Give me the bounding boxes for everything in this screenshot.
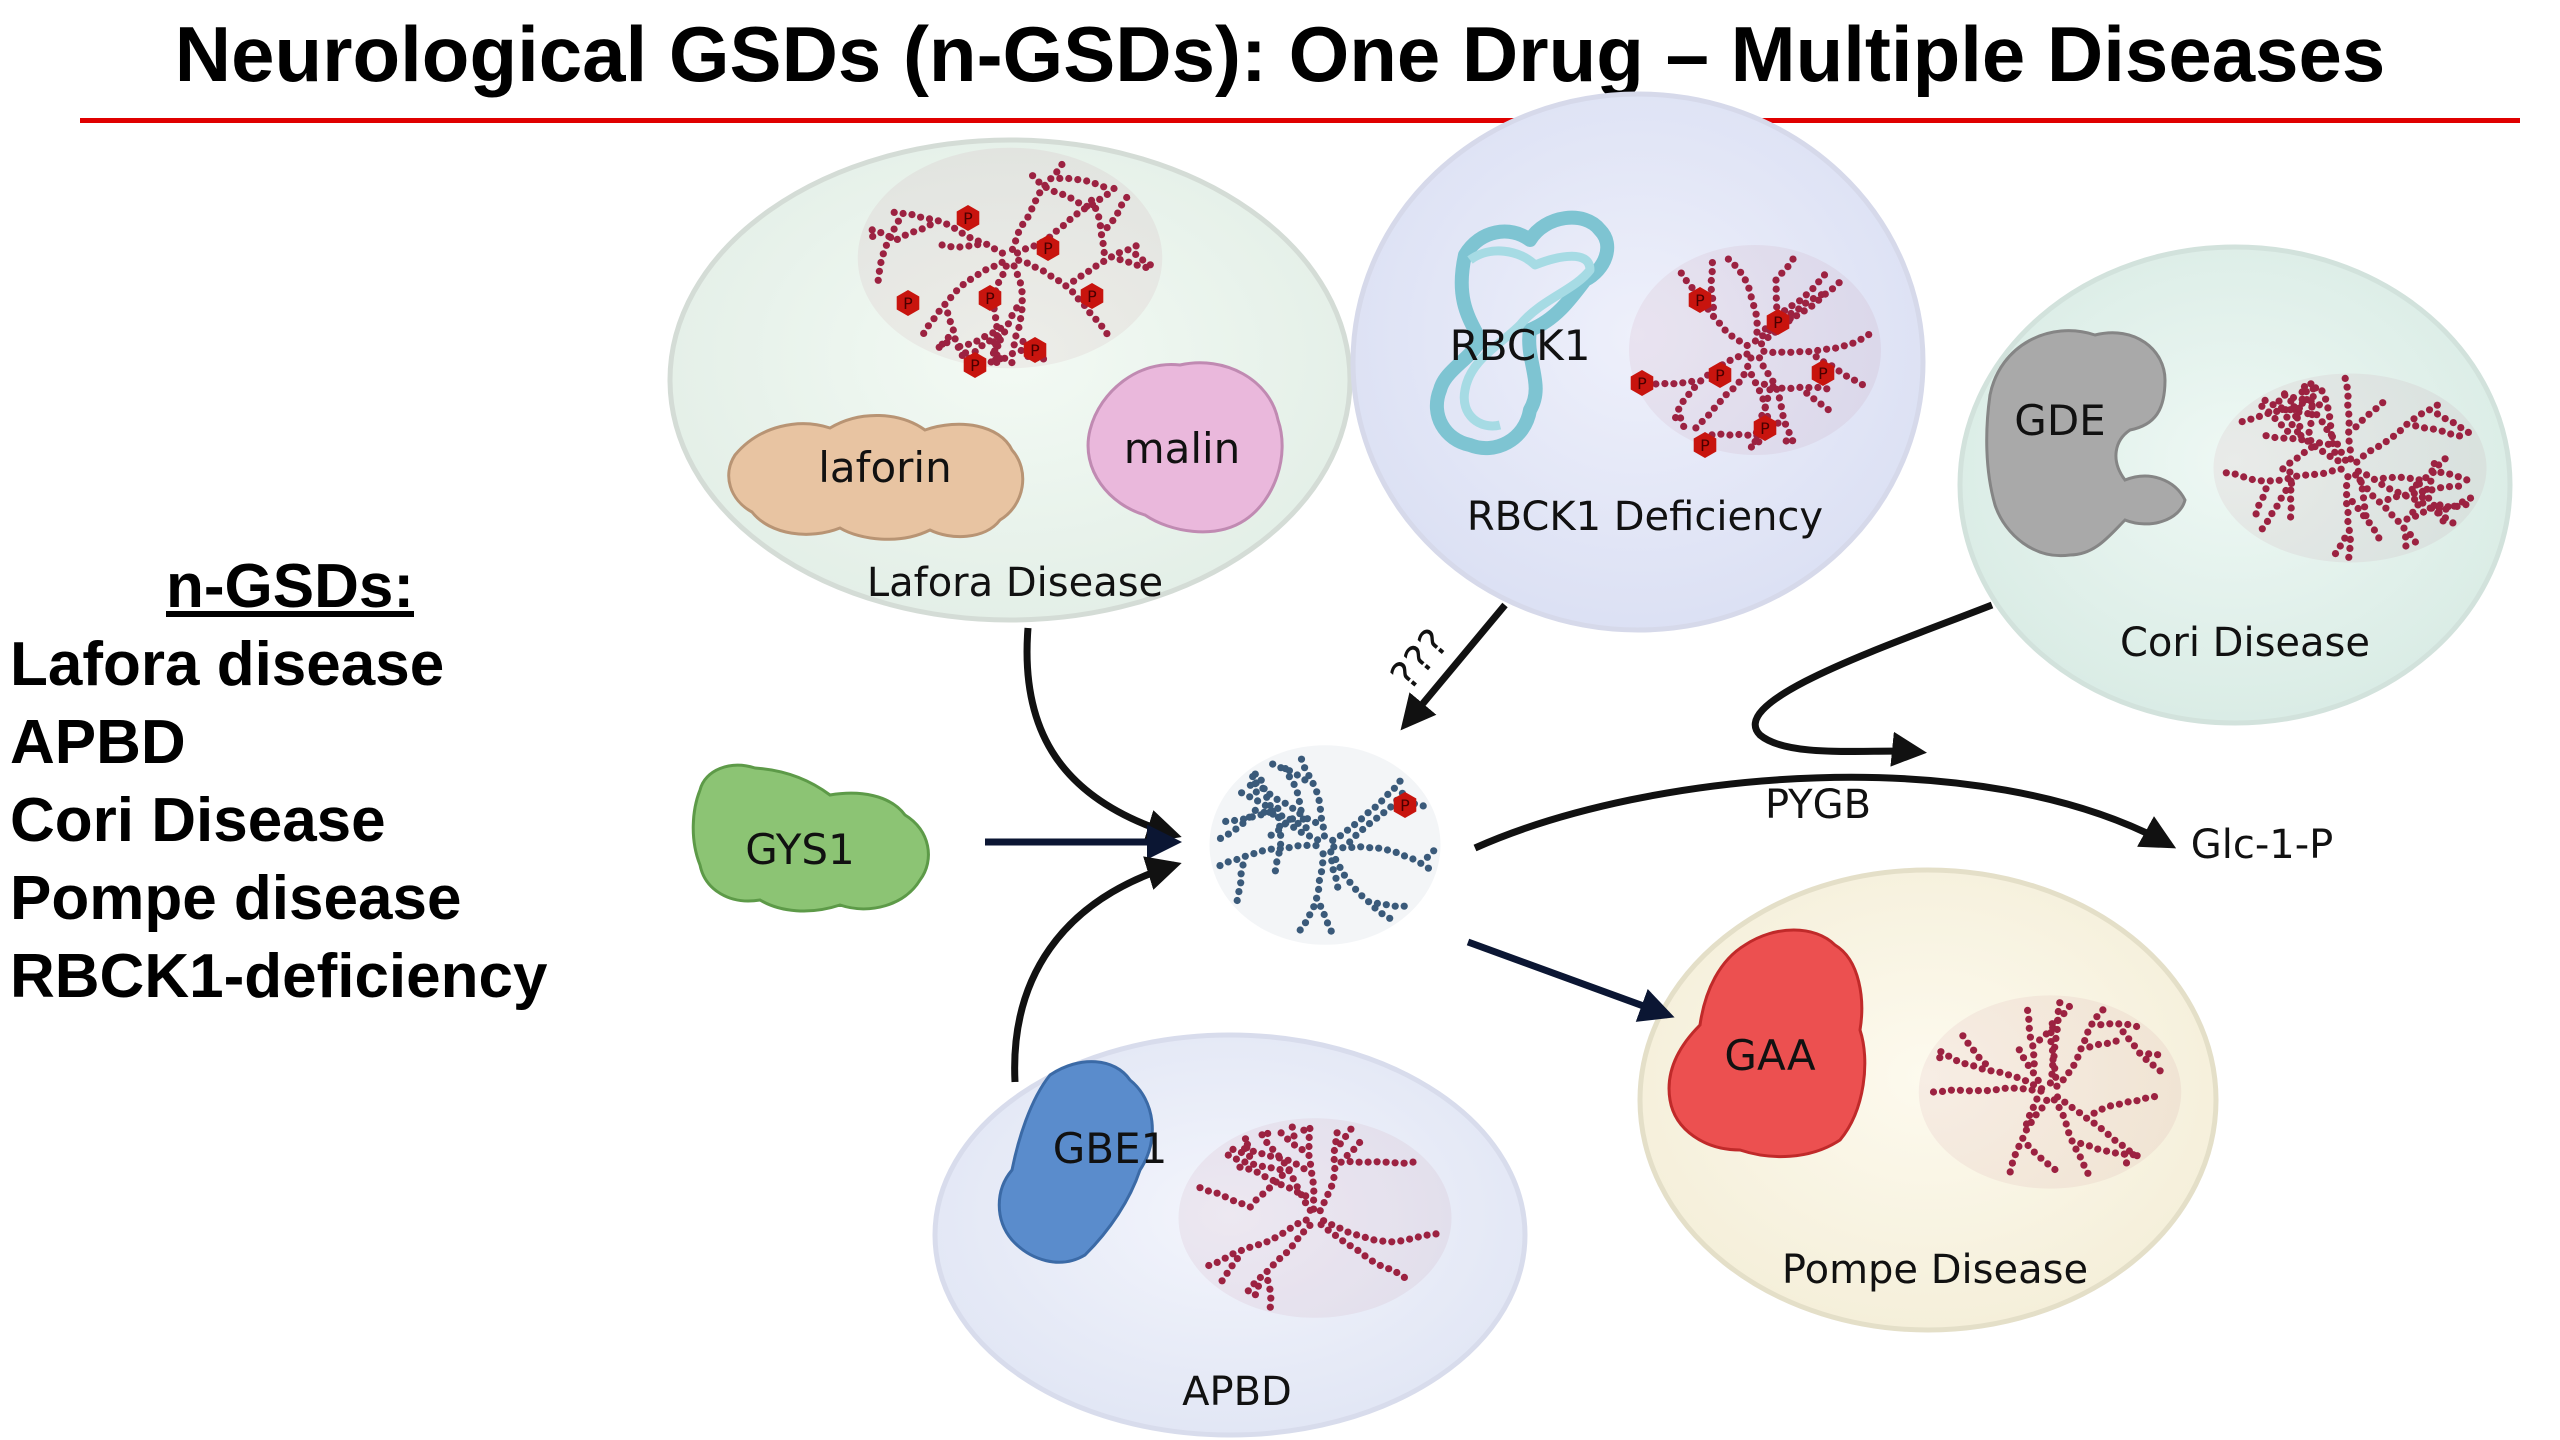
cori-disease-label: Cori Disease [2120,620,2370,666]
unknown-mechanism-label: ??? [1382,620,1458,698]
rbck1-protein-core [1459,246,1595,431]
lafora-disease-panel: P P P P P P P laforin malin Lafora Disease [667,137,1353,623]
arrow-glycogen-to-glc1p [1473,773,2177,852]
rbck1-phosphate-group: P P P P P P P [1630,287,1835,458]
arrow-rbck1-to-glycogen [1400,602,1508,731]
gaa-label: GAA [1724,1031,1815,1080]
phosphate-icon [1036,235,1060,261]
phosphate-icon [1766,309,1790,335]
phosphate-icon [978,285,1002,311]
apbd-glycogen [1178,1118,1452,1318]
phosphate-icon [1811,360,1835,386]
phosphate-symbol: P [1637,374,1647,393]
n-gsd-item-rbck1: RBCK1-deficiency [10,942,548,1011]
phosphate-symbol: P [1695,291,1705,310]
central-glycogen [1209,745,1441,945]
phosphate-symbol: P [1818,364,1828,383]
n-gsd-list: n-GSDs: Lafora disease APBD Cori Disease… [10,548,570,1016]
pompe-disease-label: Pompe Disease [1782,1247,2088,1293]
pompe-disease-panel: GAA Pompe Disease [1637,867,2219,1333]
phosphate-icon [956,205,980,231]
rbck1-deficiency-label: RBCK1 Deficiency [1467,494,1823,540]
phosphate-symbol: P [1760,419,1770,438]
phosphate-symbol: P [1400,796,1410,815]
n-gsd-item-pompe: Pompe disease [10,864,462,933]
phosphate-icon [963,352,987,378]
apbd-label: APBD [1182,1369,1292,1415]
apbd-panel: GBE1 APBD [932,1032,1528,1438]
phosphate-icon [896,290,920,316]
pompe-glycogen [1918,995,2182,1189]
gys1-label: GYS1 [745,825,855,874]
n-gsd-list-heading: n-GSDs: [166,552,414,621]
rbck1-protein-icon [1429,210,1615,456]
gbe1-protein-icon [997,1060,1154,1264]
lafora-phosphate-group: P P P P P P P [896,205,1104,378]
phosphate-symbol: P [985,289,995,308]
cori-glycogen [2213,373,2487,563]
n-gsd-item-lafora: Lafora disease [10,630,445,699]
cori-disease-panel: GDE Cori Disease [1957,244,2513,726]
malin-label: malin [1124,424,1241,473]
phosphate-icon [1753,415,1777,441]
phosphate-symbol: P [1043,239,1053,258]
phosphate-symbol: P [1700,436,1710,455]
n-gsd-item-apbd: APBD [10,708,186,777]
phosphate-icon [1080,283,1104,309]
gbe1-label: GBE1 [1053,1124,1168,1173]
lafora-glycogen [857,147,1163,369]
gde-label: GDE [2014,396,2105,445]
title-underline [80,118,2520,123]
page-title: Neurological GSDs (n-GSDs): One Drug – M… [174,10,2386,98]
phosphate-symbol: P [970,356,980,375]
phosphate-symbol: P [903,294,913,313]
laforin-label: laforin [818,443,951,492]
phosphate-icon [1708,362,1732,388]
rbck1-label: RBCK1 [1450,321,1591,370]
phosphate-icon [1693,432,1717,458]
phosphate-symbol: P [1087,287,1097,306]
gys1-protein-icon [691,763,930,913]
phosphate-symbol: P [1715,366,1725,385]
phosphate-symbol: P [963,209,973,228]
glc1p-label: Glc-1-P [2191,822,2334,868]
gys1-panel: GYS1 [691,763,930,913]
arrow-cori-debranching [1751,601,1994,767]
pygb-label: PYGB [1765,782,1871,828]
phosphate-symbol: P [1030,341,1040,360]
arrow-apbd-to-glycogen [1011,856,1182,1083]
phosphate-icon [1023,337,1047,363]
phosphate-symbol: P [1773,313,1783,332]
n-gsd-item-cori: Cori Disease [10,786,386,855]
rbck1-deficiency-panel: P P P P P P P RBCK1 RBCK1 Deficiency [1350,91,1926,633]
arrow-lafora-to-glycogen [1023,627,1182,844]
central-phosphate: P [1393,792,1417,818]
phosphate-icon [1630,370,1654,396]
gde-protein-icon [1985,329,2187,558]
gaa-protein-icon [1667,928,1867,1158]
arrow-glycogen-to-pompe [1466,938,1675,1022]
phosphate-icon [1688,287,1712,313]
phosphate-icon [1393,792,1417,818]
laforin-protein-icon [727,413,1025,541]
lafora-disease-label: Lafora Disease [867,560,1163,606]
malin-protein-icon [1086,361,1284,534]
